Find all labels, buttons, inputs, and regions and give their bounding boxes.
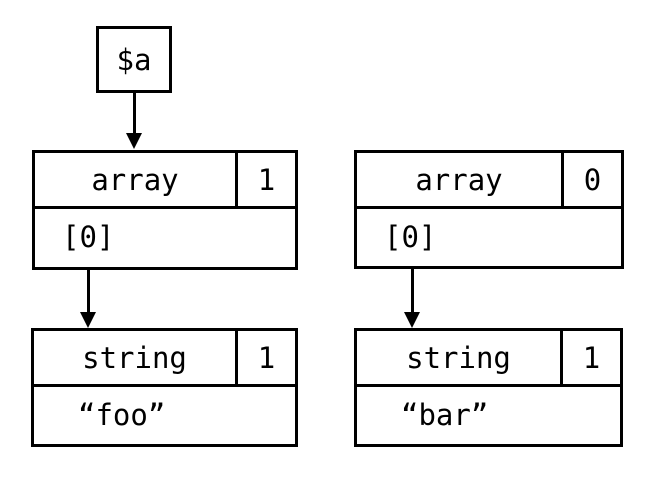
refcount-value: 1 xyxy=(582,340,601,375)
type-cell: string xyxy=(357,331,563,384)
value-row: “foo” xyxy=(34,387,295,442)
node-array-right: array 0 [0] xyxy=(354,150,624,269)
type-label: string xyxy=(406,340,511,375)
variable-label: $a xyxy=(116,42,152,77)
arrow-stem xyxy=(133,93,136,137)
string-value: “foo” xyxy=(78,397,166,432)
variable-box: $a xyxy=(96,26,172,93)
slot-row: [0] xyxy=(35,209,295,264)
refcount-value: 1 xyxy=(257,162,276,197)
node-header-row: array 0 xyxy=(357,153,621,209)
refcount-cell: 0 xyxy=(564,153,621,206)
node-header-row: array 1 xyxy=(35,153,295,209)
type-cell: array xyxy=(35,153,238,206)
slot-row: [0] xyxy=(357,209,621,264)
slot-label: [0] xyxy=(62,219,115,254)
arrow-head-icon xyxy=(404,312,420,328)
refcount-cell: 1 xyxy=(238,331,295,384)
node-array-left: array 1 [0] xyxy=(32,150,298,270)
value-row: “bar” xyxy=(357,387,620,442)
type-label: array xyxy=(415,162,503,197)
node-header-row: string 1 xyxy=(357,331,620,387)
refcount-value: 0 xyxy=(583,162,602,197)
refcount-cell: 1 xyxy=(238,153,295,206)
slot-label: [0] xyxy=(384,219,437,254)
refcount-value: 1 xyxy=(257,340,276,375)
type-label: string xyxy=(82,340,187,375)
type-cell: string xyxy=(34,331,238,384)
refcount-cell: 1 xyxy=(563,331,620,384)
node-string-left: string 1 “foo” xyxy=(31,328,298,447)
arrow-variable-to-array-left-icon xyxy=(126,93,143,149)
arrow-stem xyxy=(411,269,414,316)
type-label: array xyxy=(91,162,179,197)
arrow-stem xyxy=(87,270,90,316)
string-value: “bar” xyxy=(401,397,489,432)
arrow-head-icon xyxy=(126,133,142,149)
node-string-right: string 1 “bar” xyxy=(354,328,623,447)
node-header-row: string 1 xyxy=(34,331,295,387)
arrow-array-left-slot-to-string-left-icon xyxy=(80,270,97,328)
type-cell: array xyxy=(357,153,564,206)
arrow-head-icon xyxy=(80,312,96,328)
arrow-array-right-slot-to-string-right-icon xyxy=(404,269,421,328)
